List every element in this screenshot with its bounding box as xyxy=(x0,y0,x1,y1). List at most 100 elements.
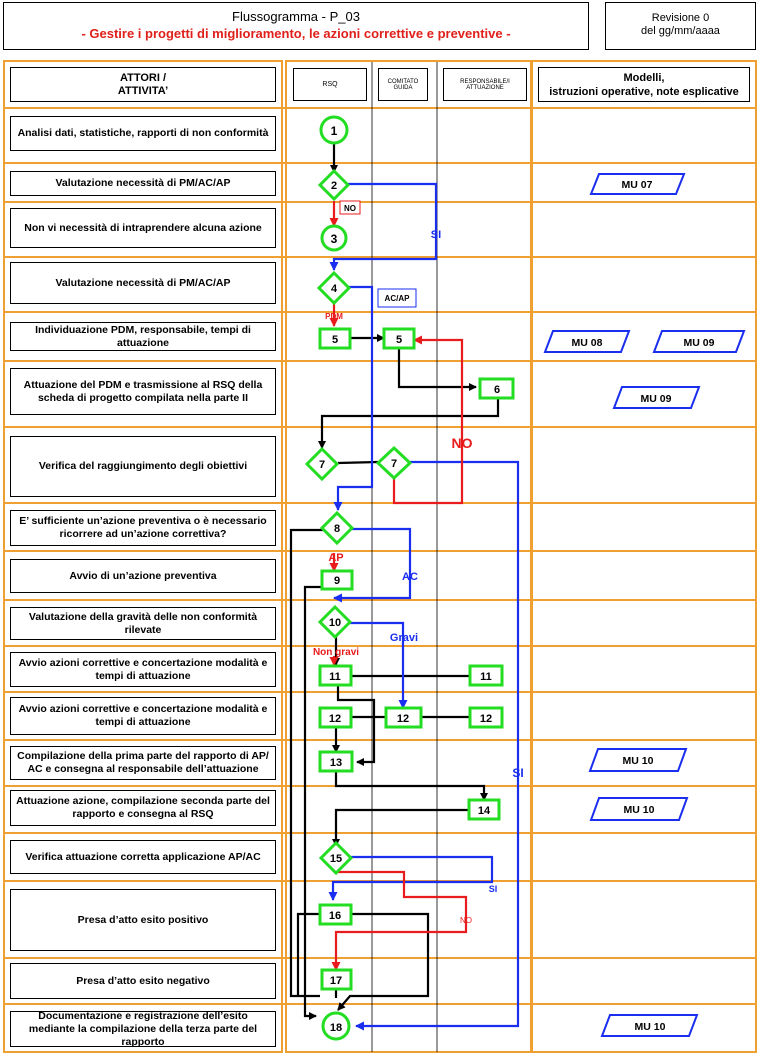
label-pdm: PDM xyxy=(325,312,343,321)
header-comitato: COMITATO GUIDA xyxy=(378,68,428,101)
activity-13: Compilazione della prima parte del rappo… xyxy=(10,746,276,780)
model-mu10-c: MU 10 xyxy=(635,1021,666,1033)
node-18 xyxy=(321,1011,351,1041)
node-10 xyxy=(317,604,353,640)
node-16 xyxy=(318,903,353,926)
node-10-label: 10 xyxy=(329,617,341,629)
node-3-label: 3 xyxy=(331,232,338,246)
node-6 xyxy=(478,377,515,400)
model-mu10-b: MU 10 xyxy=(624,804,655,816)
label-si-small: SI xyxy=(489,884,498,894)
header-models-line1: Modelli, xyxy=(623,71,665,84)
node-15 xyxy=(318,840,354,876)
header-models-line2: istruzioni operative, note esplicative xyxy=(549,85,739,98)
node-12b-label: 12 xyxy=(397,713,409,725)
activity-14: Attuazione azione, compilazione seconda … xyxy=(10,790,276,826)
header-title-box: Flussogramma - P_03 - Gestire i progetti… xyxy=(3,2,589,50)
node-7a-label: 7 xyxy=(319,459,325,471)
activity-3: Non vi necessità di intraprendere alcuna… xyxy=(10,208,276,248)
activity-15: Verifica attuazione corretta applicazion… xyxy=(10,840,276,874)
node-18-label: 18 xyxy=(330,1022,342,1034)
node-9-label: 9 xyxy=(334,575,340,587)
node-15-label: 15 xyxy=(330,853,342,865)
node-13-label: 13 xyxy=(330,757,342,769)
node-7b-label: 7 xyxy=(391,458,397,470)
header-models: Modelli, istruzioni operative, note espl… xyxy=(538,67,750,102)
node-7a xyxy=(304,446,340,482)
node-11a xyxy=(318,664,353,687)
model-mu10-a: MU 10 xyxy=(623,755,654,767)
activity-10: Valutazione della gravità delle non conf… xyxy=(10,607,276,640)
node-12c-label: 12 xyxy=(480,713,492,725)
node-11a-label: 11 xyxy=(329,671,341,683)
node-5a xyxy=(318,327,352,350)
model-mu10b-shape xyxy=(589,797,689,821)
activity-7: Verifica del raggiungimento degli obiett… xyxy=(10,436,276,497)
node-8 xyxy=(319,510,355,546)
header-responsabile: RESPONSABILE/I ATTUAZIONE xyxy=(443,68,527,101)
node-16-label: 16 xyxy=(329,910,341,922)
model-mu09b-shape xyxy=(612,386,701,409)
header-rsq: RSQ xyxy=(293,68,367,101)
model-mu07: MU 07 xyxy=(622,179,653,191)
label-no-box: NO xyxy=(344,204,356,213)
activity-8: E’ sufficiente un’azione preventiva o è … xyxy=(10,510,276,546)
label-gravi: Gravi xyxy=(390,632,418,644)
activity-18: Documentazione e registrazione dell’esit… xyxy=(10,1010,276,1048)
node-12b xyxy=(384,706,423,729)
revision-date: del gg/mm/aaaa xyxy=(641,25,720,37)
label-ap: AP xyxy=(328,552,343,564)
node-1-label: 1 xyxy=(331,124,338,138)
frame-actors xyxy=(3,60,283,1053)
node-8-label: 8 xyxy=(334,523,340,535)
node-5b-label: 5 xyxy=(396,334,402,346)
node-14-label: 14 xyxy=(478,805,491,817)
model-mu07-shape xyxy=(589,173,686,195)
activity-17: Presa d’atto esito negativo xyxy=(10,963,276,999)
activity-1: Analisi dati, statistiche, rapporti di n… xyxy=(10,116,276,151)
model-mu09-b: MU 09 xyxy=(641,393,672,405)
node-5a-label: 5 xyxy=(332,334,338,346)
label-acap: AC/AP xyxy=(385,294,411,303)
activity-11: Avvio azioni correttive e concertazione … xyxy=(10,652,276,687)
lane-separators xyxy=(371,62,438,1052)
node-13 xyxy=(318,750,354,773)
label-ac: AC xyxy=(402,571,418,583)
node-11b-label: 11 xyxy=(480,671,492,683)
header-actors-line2: ATTIVITA’ xyxy=(117,84,169,97)
node-6-label: 6 xyxy=(494,384,500,396)
node-5b xyxy=(382,327,416,350)
activity-4: Valutazione necessità di PM/AC/AP xyxy=(10,262,276,304)
activity-9: Avvio di un’azione preventiva xyxy=(10,559,276,593)
page-title: Flussogramma - P_03 xyxy=(232,9,360,24)
page-subtitle: - Gestire i progetti di miglioramento, l… xyxy=(81,26,511,41)
model-mu09a-shape xyxy=(652,330,746,353)
model-mu10c-shape xyxy=(600,1014,699,1037)
node-17 xyxy=(320,968,353,991)
node-14 xyxy=(467,798,501,821)
model-mu09-a: MU 09 xyxy=(684,337,715,349)
node-2 xyxy=(317,168,351,202)
activity-16: Presa d’atto esito positivo xyxy=(10,889,276,951)
node-12a xyxy=(318,706,353,729)
node-17-label: 17 xyxy=(330,975,342,987)
header-actors-line1: ATTORI / xyxy=(119,71,167,84)
model-mu08-shape xyxy=(543,330,631,353)
model-mu08: MU 08 xyxy=(572,337,603,349)
label-no-small: NO xyxy=(460,916,472,925)
header-rsq-label: RSQ xyxy=(322,81,338,88)
model-mu10a-shape xyxy=(588,748,688,772)
label-non-gravi: Non gravi xyxy=(313,647,359,658)
label-no-big: NO xyxy=(452,435,473,451)
row-separators xyxy=(3,107,757,1005)
node-9 xyxy=(320,569,354,591)
header-responsabile-line1: RESPONSABILE/I xyxy=(460,78,510,85)
activity-6: Attuazione del PDM e trasmissione al RSQ… xyxy=(10,368,276,415)
header-comitato-line1: COMITATO xyxy=(387,78,419,85)
revision-label: Revisione 0 xyxy=(651,12,710,24)
node-7b xyxy=(375,445,413,481)
activity-5: Individuazione PDM, responsabile, tempi … xyxy=(10,322,276,351)
revision-box: Revisione 0 del gg/mm/aaaa xyxy=(605,2,756,50)
node-1 xyxy=(319,115,349,145)
